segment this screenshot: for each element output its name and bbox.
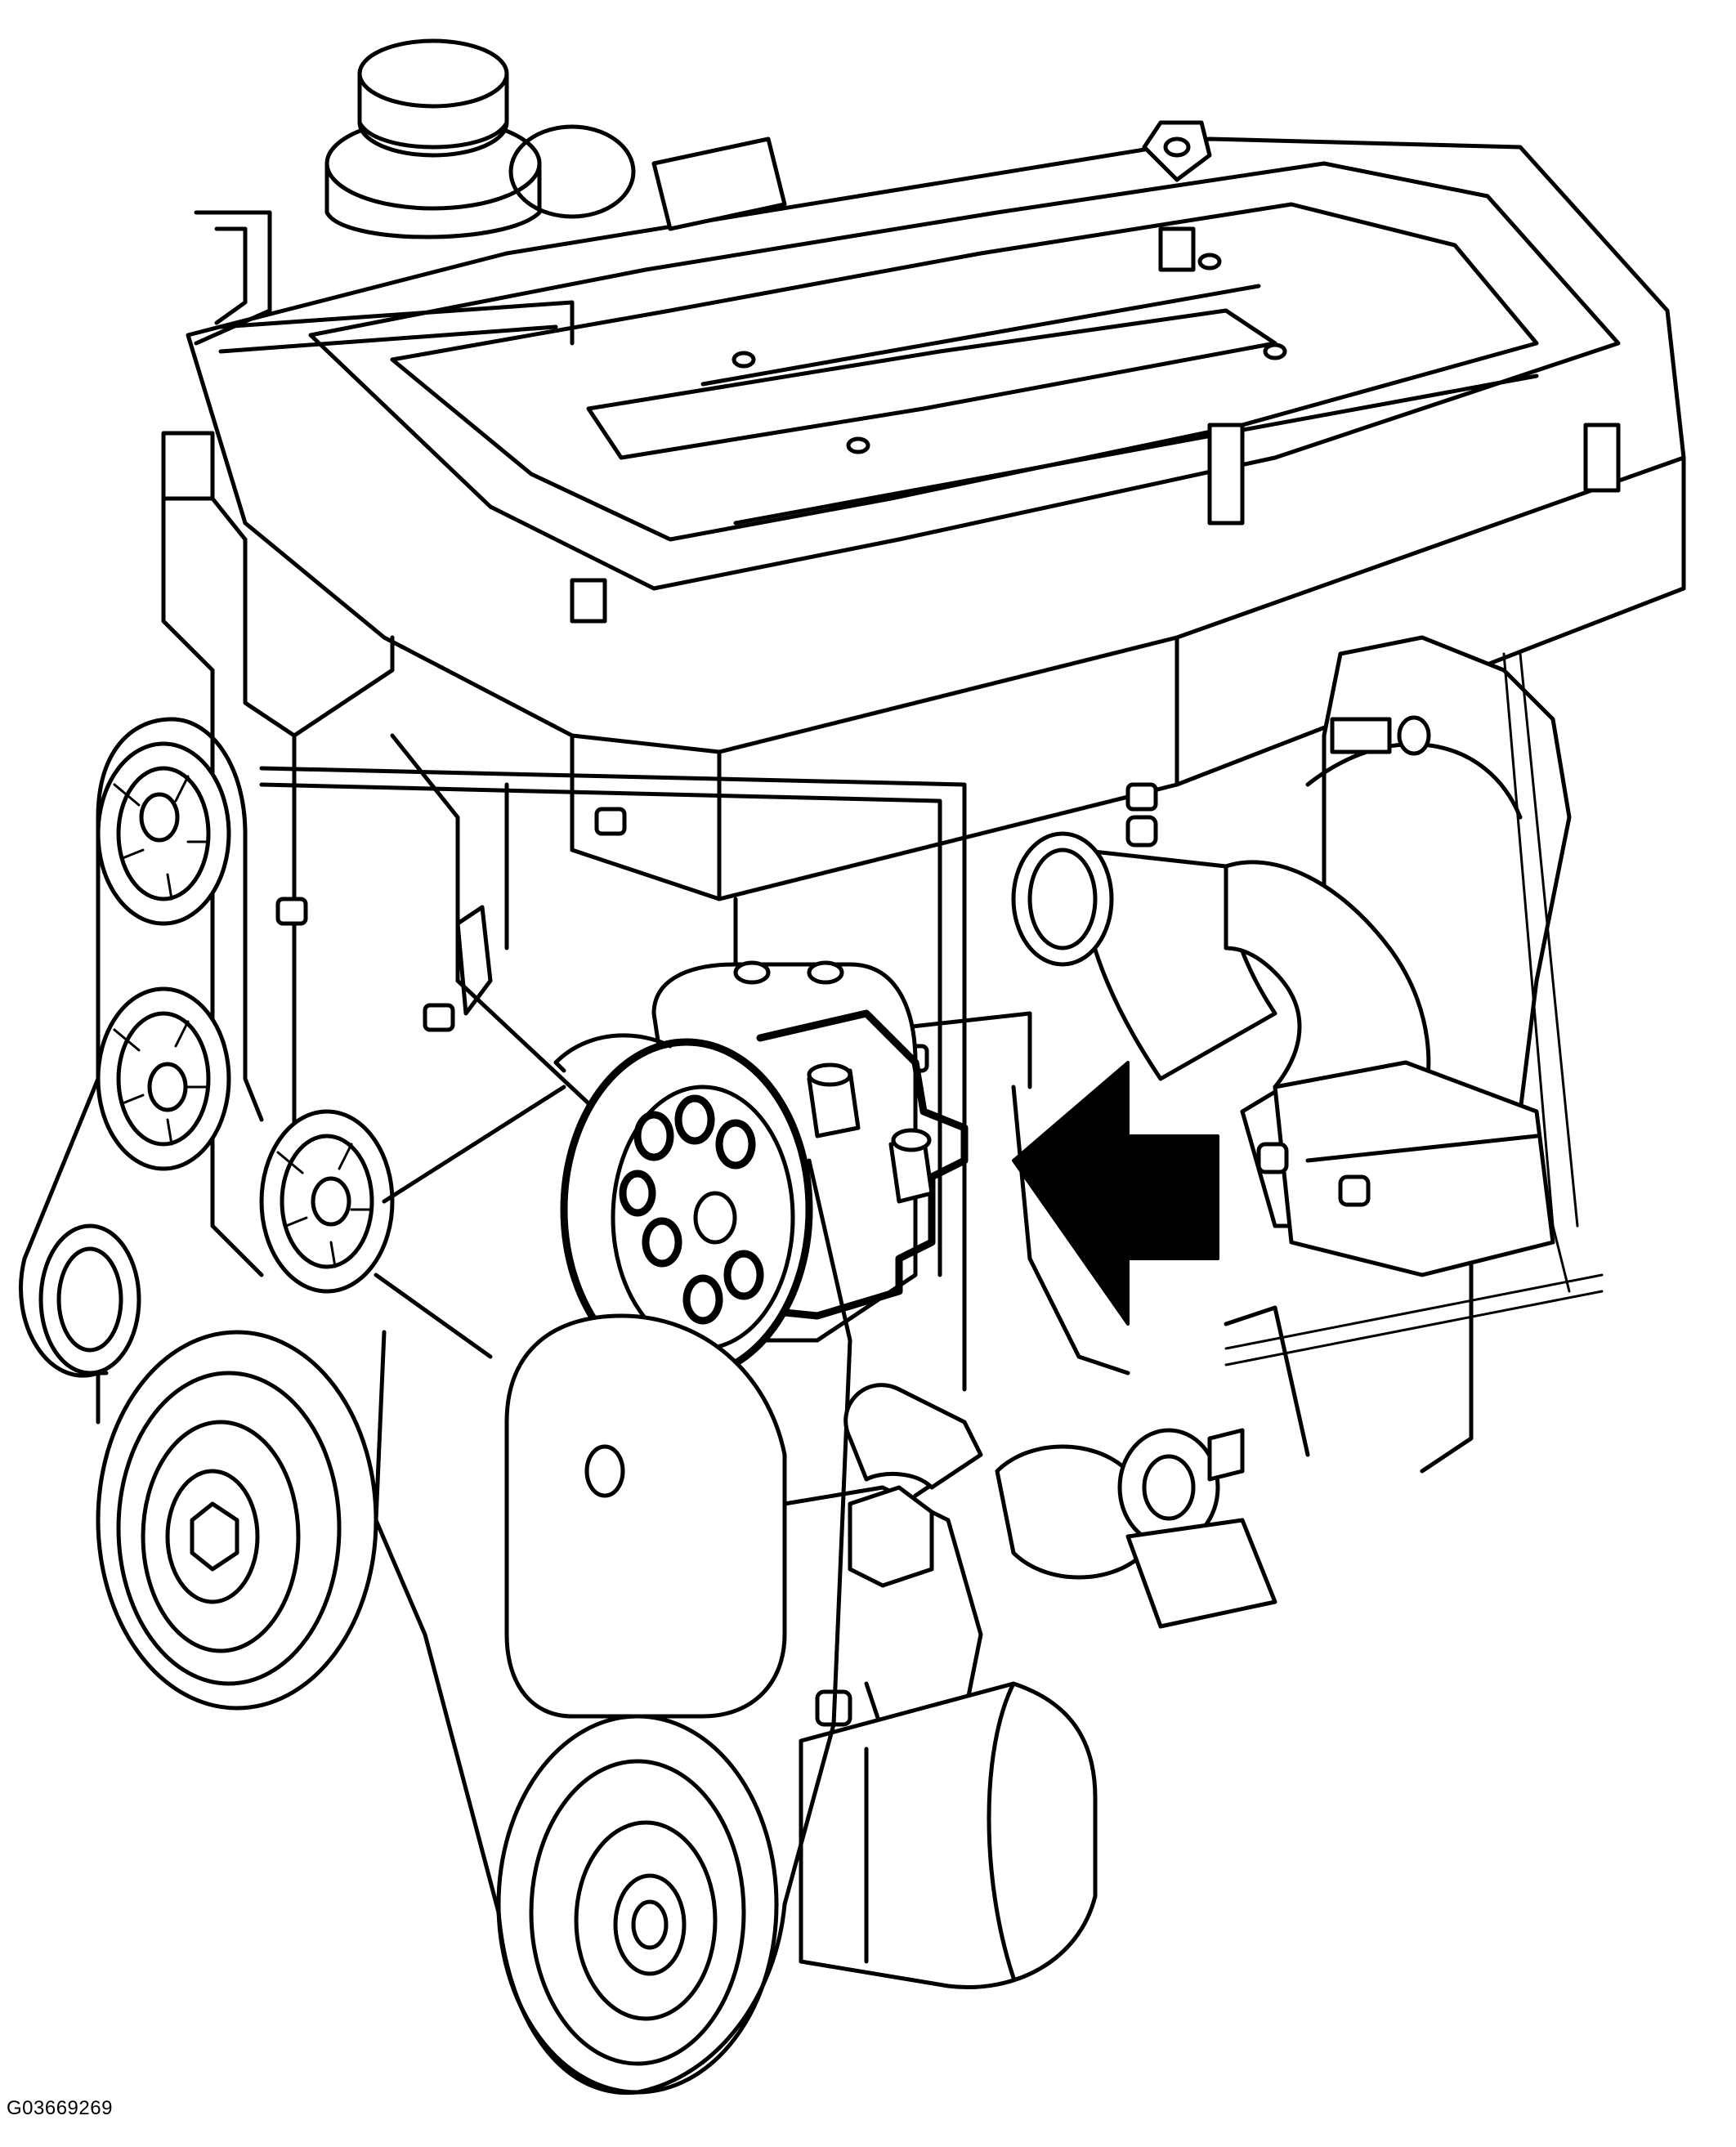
- alternator: [504, 1313, 983, 1735]
- coolant-pipe: [259, 766, 1310, 1629]
- crankshaft-pulley: [96, 1330, 378, 1711]
- exhaust-manifold: [1011, 635, 1604, 1366]
- coolant-tube: [161, 210, 575, 673]
- idler-pulleys: [38, 741, 395, 1375]
- pointer-arrow: [1012, 1061, 1219, 1326]
- figure-code: G03669269: [7, 2097, 113, 2119]
- arrow-left-icon: [1012, 1061, 1219, 1326]
- compressor-pulley: [496, 1681, 1098, 2095]
- drive-belt: [19, 717, 852, 2096]
- valve-cover: [186, 120, 1686, 901]
- oil-filler-cap: [324, 38, 787, 239]
